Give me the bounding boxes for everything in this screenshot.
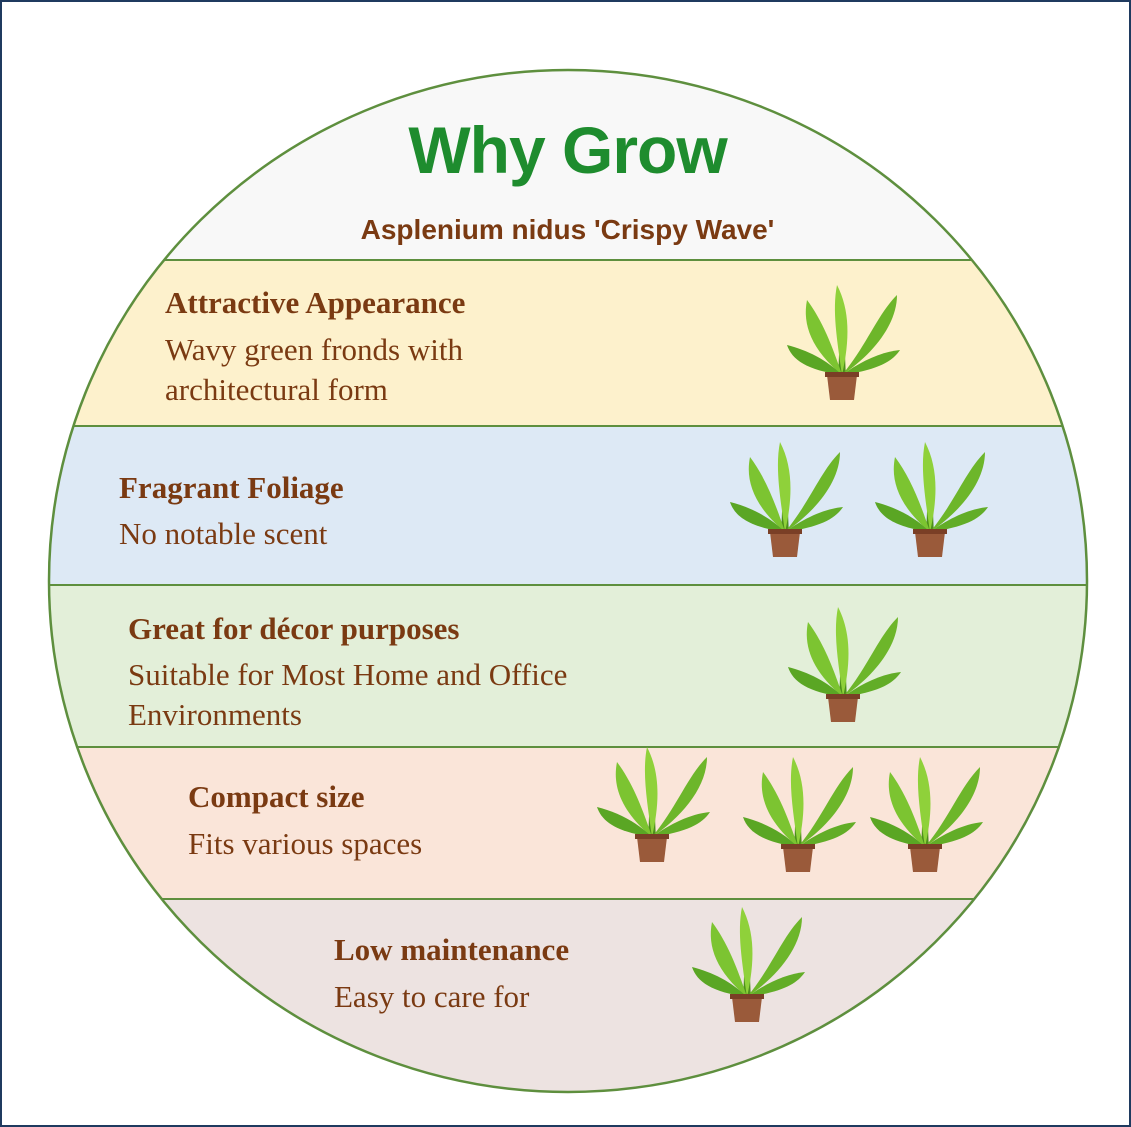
section-heading: Attractive Appearance	[165, 285, 466, 320]
band-4	[49, 747, 1087, 899]
plant-name: Asplenium nidus 'Crispy Wave'	[360, 214, 775, 245]
section-text: Environments	[128, 697, 302, 732]
page-title: Why Grow	[408, 113, 727, 187]
section-text: Wavy green fronds with	[165, 332, 463, 367]
band-1	[49, 260, 1087, 426]
section-text: Fits various spaces	[188, 826, 423, 861]
band-3	[49, 585, 1087, 747]
section-heading: Great for décor purposes	[128, 611, 460, 646]
section-heading: Compact size	[188, 779, 365, 814]
section-text: architectural form	[165, 372, 388, 407]
section-text: Suitable for Most Home and Office	[128, 657, 568, 692]
section-text: No notable scent	[119, 516, 328, 551]
section-heading: Low maintenance	[334, 932, 570, 967]
section-text: Easy to care for	[334, 979, 530, 1014]
section-heading: Fragrant Foliage	[119, 470, 344, 505]
